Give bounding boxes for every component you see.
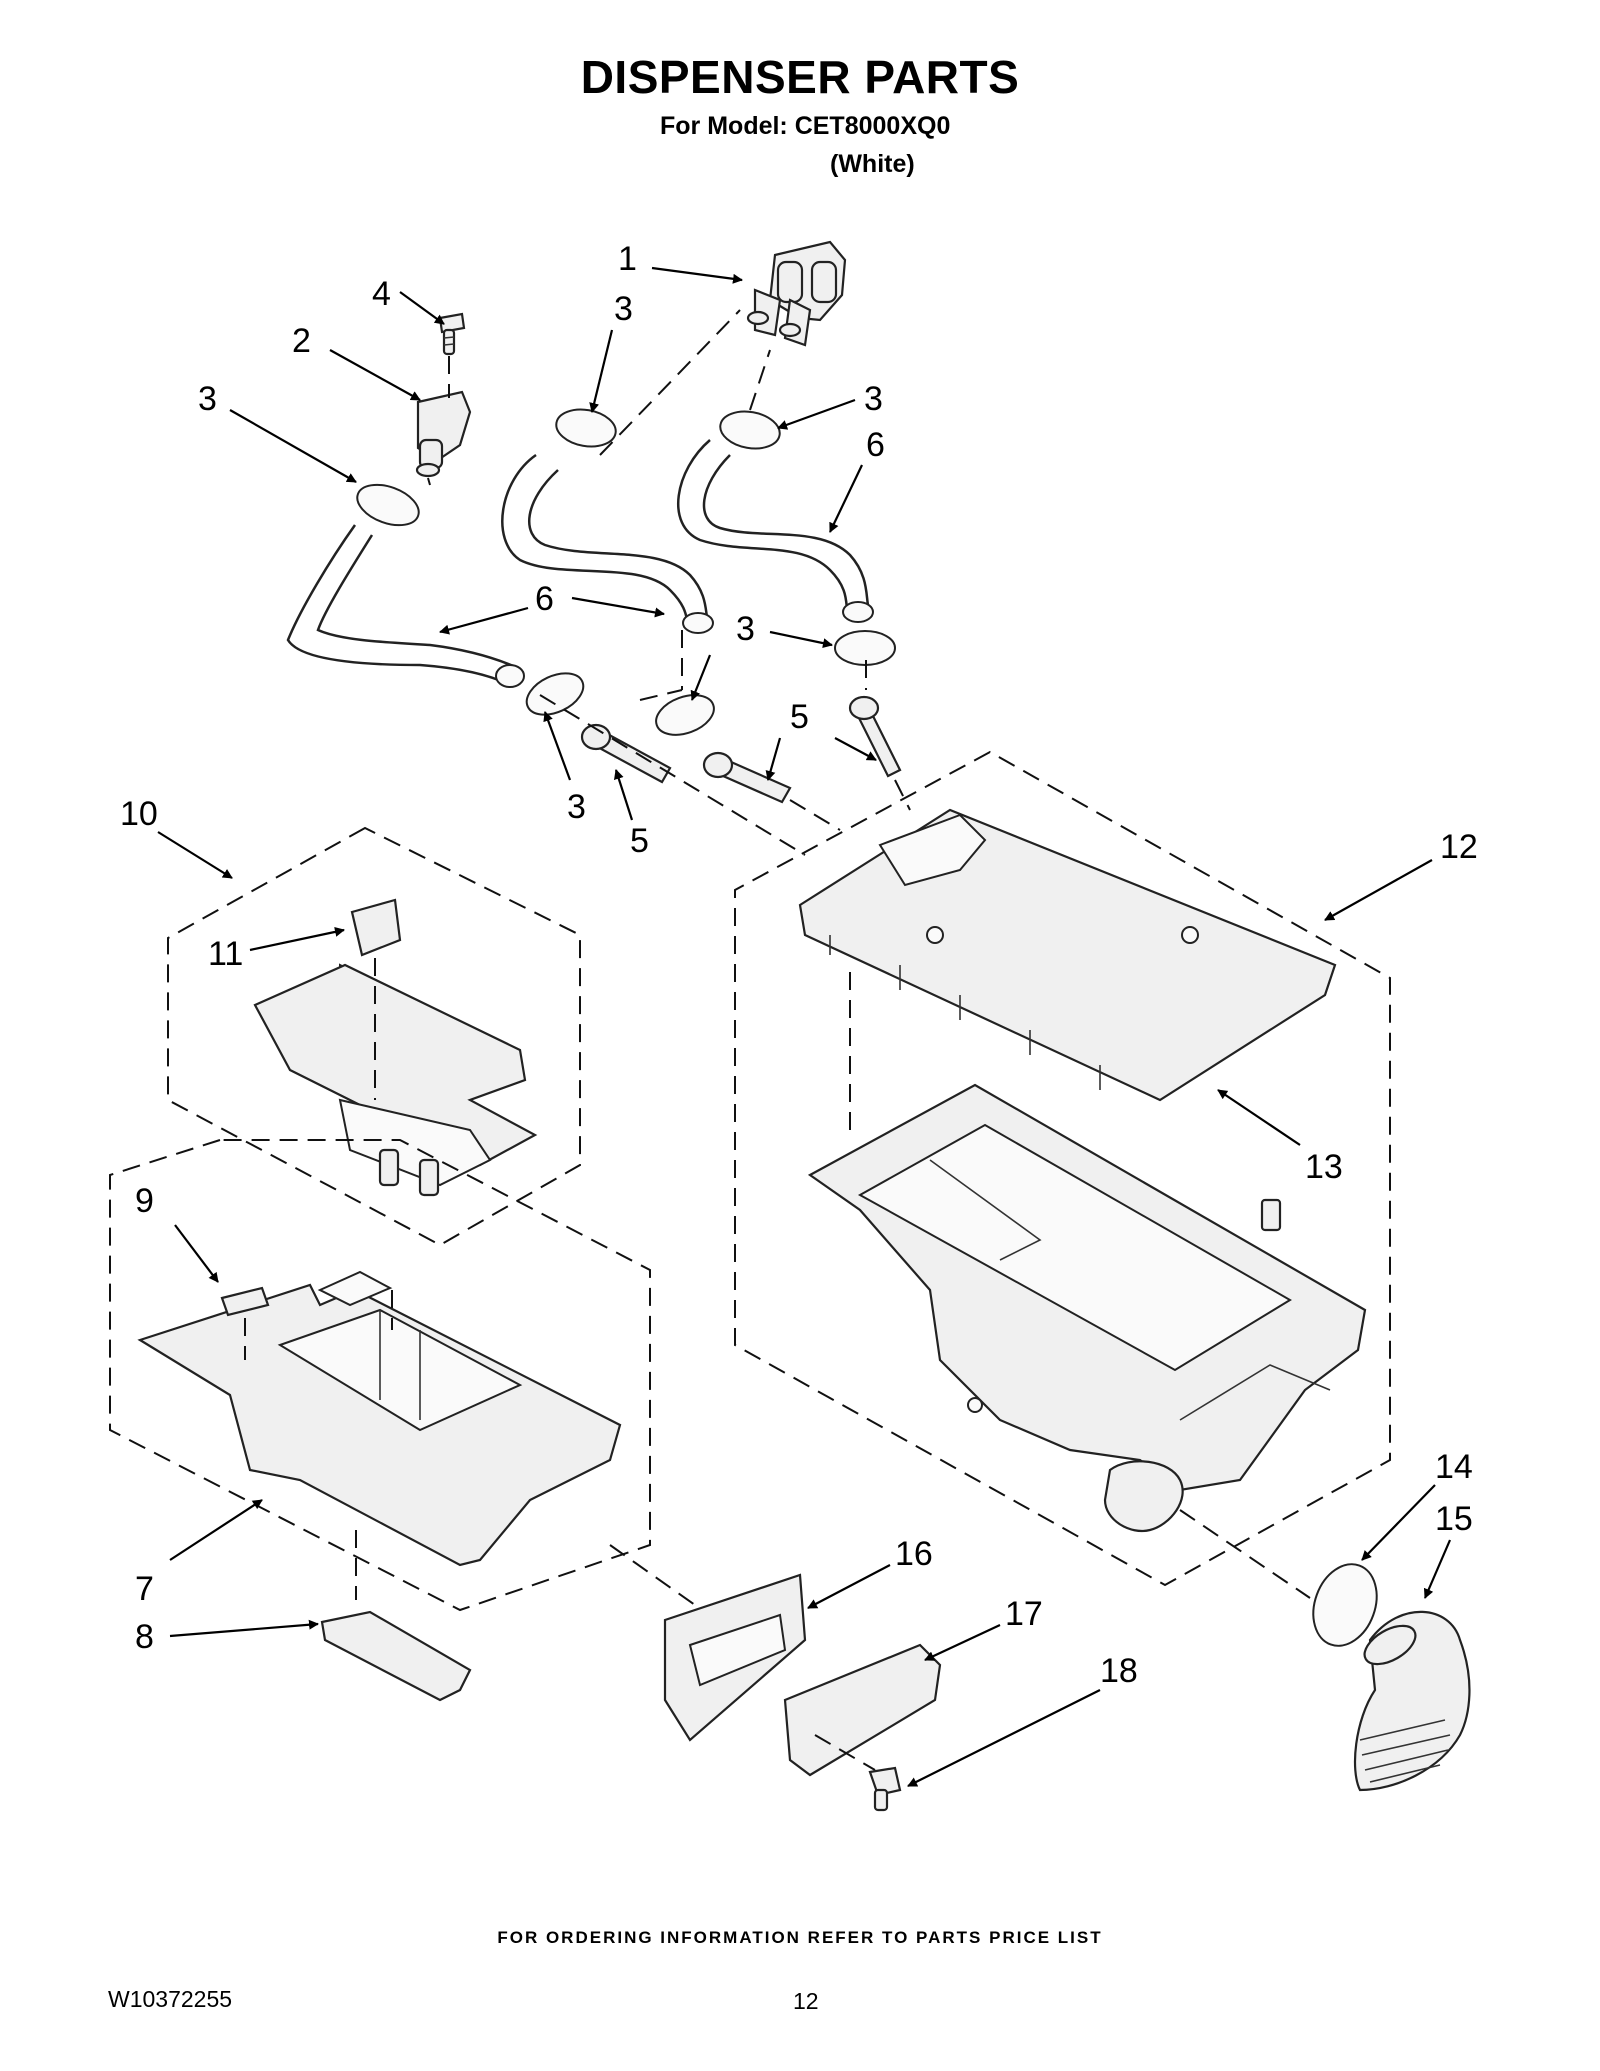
callout-3: 3 <box>567 788 586 826</box>
callout-16: 16 <box>895 1535 933 1573</box>
callout-labels: 1 4 3 2 3 3 6 6 3 5 3 5 10 11 12 13 9 7 … <box>120 240 1478 1690</box>
part-14-clamp <box>1312 1563 1378 1647</box>
leader-arrows <box>157 266 1452 1787</box>
part-2-small-valve <box>415 390 472 478</box>
callout-5: 5 <box>630 822 649 860</box>
part-6-hoses <box>286 439 874 688</box>
part-4-screw <box>438 312 466 398</box>
callout-2: 2 <box>292 322 311 360</box>
page-title: DISPENSER PARTS <box>580 51 1020 103</box>
callout-3: 3 <box>736 610 755 648</box>
callout-1: 1 <box>618 240 637 278</box>
callout-10: 10 <box>120 795 158 833</box>
part-10-bleach-dispenser <box>253 963 538 1197</box>
part-15-bellows <box>1353 1610 1471 1792</box>
part-8-insert <box>320 1530 472 1702</box>
callout-4: 4 <box>372 275 391 313</box>
part-12-group-outline <box>734 750 1391 1587</box>
model-line: For Model: CET8000XQ0 <box>660 112 951 140</box>
callout-12: 12 <box>1440 828 1478 866</box>
callout-18: 18 <box>1100 1652 1138 1690</box>
callout-3: 3 <box>198 380 217 418</box>
part-18-screw <box>868 1766 902 1812</box>
ordering-note: FOR ORDERING INFORMATION REFER TO PARTS … <box>497 1928 1103 1947</box>
part-3-clamps <box>356 408 896 736</box>
callout-14: 14 <box>1435 1448 1473 1486</box>
part-7-dispenser-drawer <box>137 1270 622 1567</box>
callout-11: 11 <box>208 935 243 973</box>
callout-6: 6 <box>866 426 885 464</box>
callout-17: 17 <box>1005 1595 1043 1633</box>
callout-15: 15 <box>1435 1500 1473 1538</box>
callout-3: 3 <box>614 290 633 328</box>
part-17-seal-plate <box>783 1643 942 1777</box>
part-12-dispenser-housing <box>807 1083 1367 1599</box>
part-7-group-outline <box>109 1139 651 1612</box>
callout-8: 8 <box>135 1618 154 1656</box>
part-9-clip <box>220 1286 270 1360</box>
part-16-bracket <box>609 1544 807 1742</box>
callout-7: 7 <box>135 1570 154 1608</box>
part-1-water-valve <box>746 240 847 347</box>
part-10-group-outline <box>167 826 581 1247</box>
callout-13: 13 <box>1305 1148 1343 1186</box>
document-number: W10372255 <box>108 1986 233 2012</box>
part-11-siphon-cap <box>350 898 402 1100</box>
part-13-dispenser-lid <box>798 808 1337 1140</box>
color-line: (White) <box>830 150 915 178</box>
callout-3: 3 <box>864 380 883 418</box>
part-5-tubes <box>580 695 902 804</box>
assembly-lines-top <box>427 309 911 856</box>
callout-5: 5 <box>790 698 809 736</box>
callout-9: 9 <box>135 1182 154 1220</box>
callout-6: 6 <box>535 580 554 618</box>
page-number: 12 <box>793 1988 819 2014</box>
